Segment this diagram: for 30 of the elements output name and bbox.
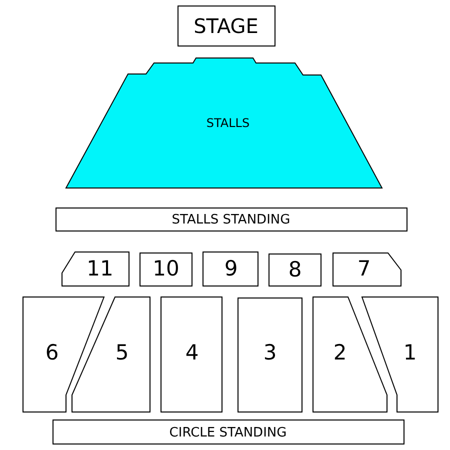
standing-area bbox=[56, 208, 407, 231]
section-number: 1 bbox=[403, 342, 417, 364]
standing-area bbox=[53, 420, 404, 444]
section-number: 10 bbox=[152, 258, 180, 280]
seating-section bbox=[72, 297, 150, 412]
section-number: 2 bbox=[333, 342, 347, 364]
section-number: 4 bbox=[185, 342, 199, 364]
section-number: 6 bbox=[45, 342, 59, 364]
section-number: 9 bbox=[224, 258, 238, 280]
seating-section bbox=[362, 297, 438, 412]
seating-section bbox=[333, 253, 401, 286]
stage-box bbox=[178, 6, 275, 46]
seating-section bbox=[140, 253, 192, 286]
seating-section bbox=[62, 252, 129, 286]
stage-label: STAGE bbox=[194, 16, 258, 36]
stalls-area bbox=[66, 58, 382, 188]
seating-section bbox=[238, 298, 302, 412]
seating-section bbox=[313, 297, 387, 412]
seating-section bbox=[161, 297, 222, 412]
seating-section bbox=[269, 254, 321, 286]
seating-section bbox=[203, 252, 258, 286]
seating-section bbox=[23, 297, 104, 412]
section-number: 11 bbox=[86, 258, 114, 280]
area-label: CIRCLE STANDING bbox=[169, 426, 287, 440]
area-label: STALLS STANDING bbox=[172, 214, 290, 226]
section-number: 8 bbox=[288, 260, 302, 280]
section-number: 7 bbox=[357, 258, 371, 280]
section-number: 5 bbox=[115, 342, 129, 364]
section-number: 3 bbox=[263, 342, 277, 364]
area-label: STALLS bbox=[206, 117, 250, 129]
